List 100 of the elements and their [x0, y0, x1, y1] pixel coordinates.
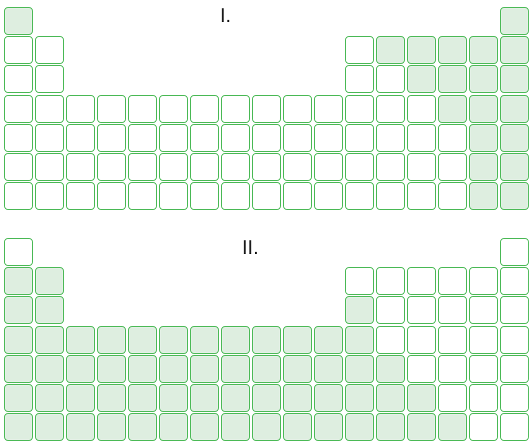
element-cell	[4, 384, 33, 412]
element-cell	[221, 182, 250, 210]
element-cell	[438, 182, 467, 210]
element-cell	[407, 153, 436, 181]
element-cell	[376, 65, 405, 94]
element-cell	[438, 36, 467, 64]
element-cell	[221, 326, 250, 354]
element-cell	[469, 36, 498, 64]
element-cell	[469, 153, 498, 181]
element-cell	[283, 94, 312, 123]
element-cell	[438, 354, 467, 383]
element-cell	[407, 296, 436, 324]
element-cell	[469, 94, 498, 123]
element-cell	[469, 124, 498, 152]
element-cell	[345, 153, 374, 181]
element-cell	[407, 182, 436, 210]
element-cell	[252, 413, 281, 442]
element-cell	[4, 7, 33, 35]
element-cell	[500, 7, 529, 35]
element-cell	[314, 354, 343, 383]
element-cell	[221, 384, 250, 412]
element-cell	[438, 94, 467, 123]
element-cell	[97, 413, 126, 442]
element-cell	[407, 267, 436, 296]
element-cell	[221, 413, 250, 442]
element-cell	[376, 124, 405, 152]
element-cell	[314, 182, 343, 210]
element-cell	[190, 94, 219, 123]
element-cell	[221, 354, 250, 383]
element-cell	[66, 354, 95, 383]
element-cell	[159, 413, 188, 442]
element-cell	[314, 94, 343, 123]
element-cell	[345, 124, 374, 152]
element-cell	[128, 124, 157, 152]
element-cell	[128, 153, 157, 181]
element-cell	[376, 413, 405, 442]
element-cell	[500, 153, 529, 181]
element-cell	[97, 326, 126, 354]
element-cell	[376, 326, 405, 354]
element-cell	[314, 413, 343, 442]
element-cell	[438, 384, 467, 412]
element-cell	[376, 36, 405, 64]
element-cell	[469, 182, 498, 210]
element-cell	[221, 94, 250, 123]
element-cell	[66, 384, 95, 412]
element-cell	[252, 354, 281, 383]
element-cell	[252, 153, 281, 181]
element-cell	[438, 326, 467, 354]
element-cell	[4, 124, 33, 152]
element-cell	[35, 94, 64, 123]
element-cell	[376, 182, 405, 210]
element-cell	[407, 326, 436, 354]
element-cell	[376, 153, 405, 181]
element-cell	[35, 354, 64, 383]
element-cell	[469, 384, 498, 412]
table-label: II.	[242, 238, 259, 258]
element-cell	[345, 94, 374, 123]
element-cell	[128, 94, 157, 123]
element-cell	[66, 413, 95, 442]
element-cell	[469, 413, 498, 442]
element-cell	[345, 384, 374, 412]
element-cell	[66, 182, 95, 210]
element-cell	[35, 384, 64, 412]
element-cell	[128, 326, 157, 354]
element-cell	[500, 384, 529, 412]
element-cell	[35, 267, 64, 296]
element-cell	[500, 36, 529, 64]
element-cell	[190, 124, 219, 152]
element-cell	[35, 413, 64, 442]
element-cell	[4, 65, 33, 94]
element-cell	[4, 182, 33, 210]
element-cell	[314, 326, 343, 354]
element-cell	[252, 94, 281, 123]
element-cell	[500, 413, 529, 442]
element-cell	[128, 413, 157, 442]
element-cell	[345, 413, 374, 442]
element-cell	[221, 153, 250, 181]
element-cell	[407, 354, 436, 383]
element-cell	[500, 326, 529, 354]
element-cell	[283, 182, 312, 210]
element-cell	[376, 354, 405, 383]
element-cell	[469, 296, 498, 324]
element-cell	[35, 182, 64, 210]
element-cell	[190, 384, 219, 412]
element-cell	[252, 326, 281, 354]
element-cell	[190, 354, 219, 383]
element-cell	[97, 124, 126, 152]
element-cell	[469, 267, 498, 296]
element-cell	[35, 326, 64, 354]
element-cell	[407, 384, 436, 412]
element-cell	[283, 384, 312, 412]
element-cell	[469, 65, 498, 94]
element-cell	[500, 296, 529, 324]
element-cell	[407, 413, 436, 442]
element-cell	[35, 124, 64, 152]
element-cell	[35, 296, 64, 324]
element-cell	[159, 384, 188, 412]
element-cell	[345, 36, 374, 64]
element-cell	[500, 238, 529, 266]
element-cell	[159, 326, 188, 354]
